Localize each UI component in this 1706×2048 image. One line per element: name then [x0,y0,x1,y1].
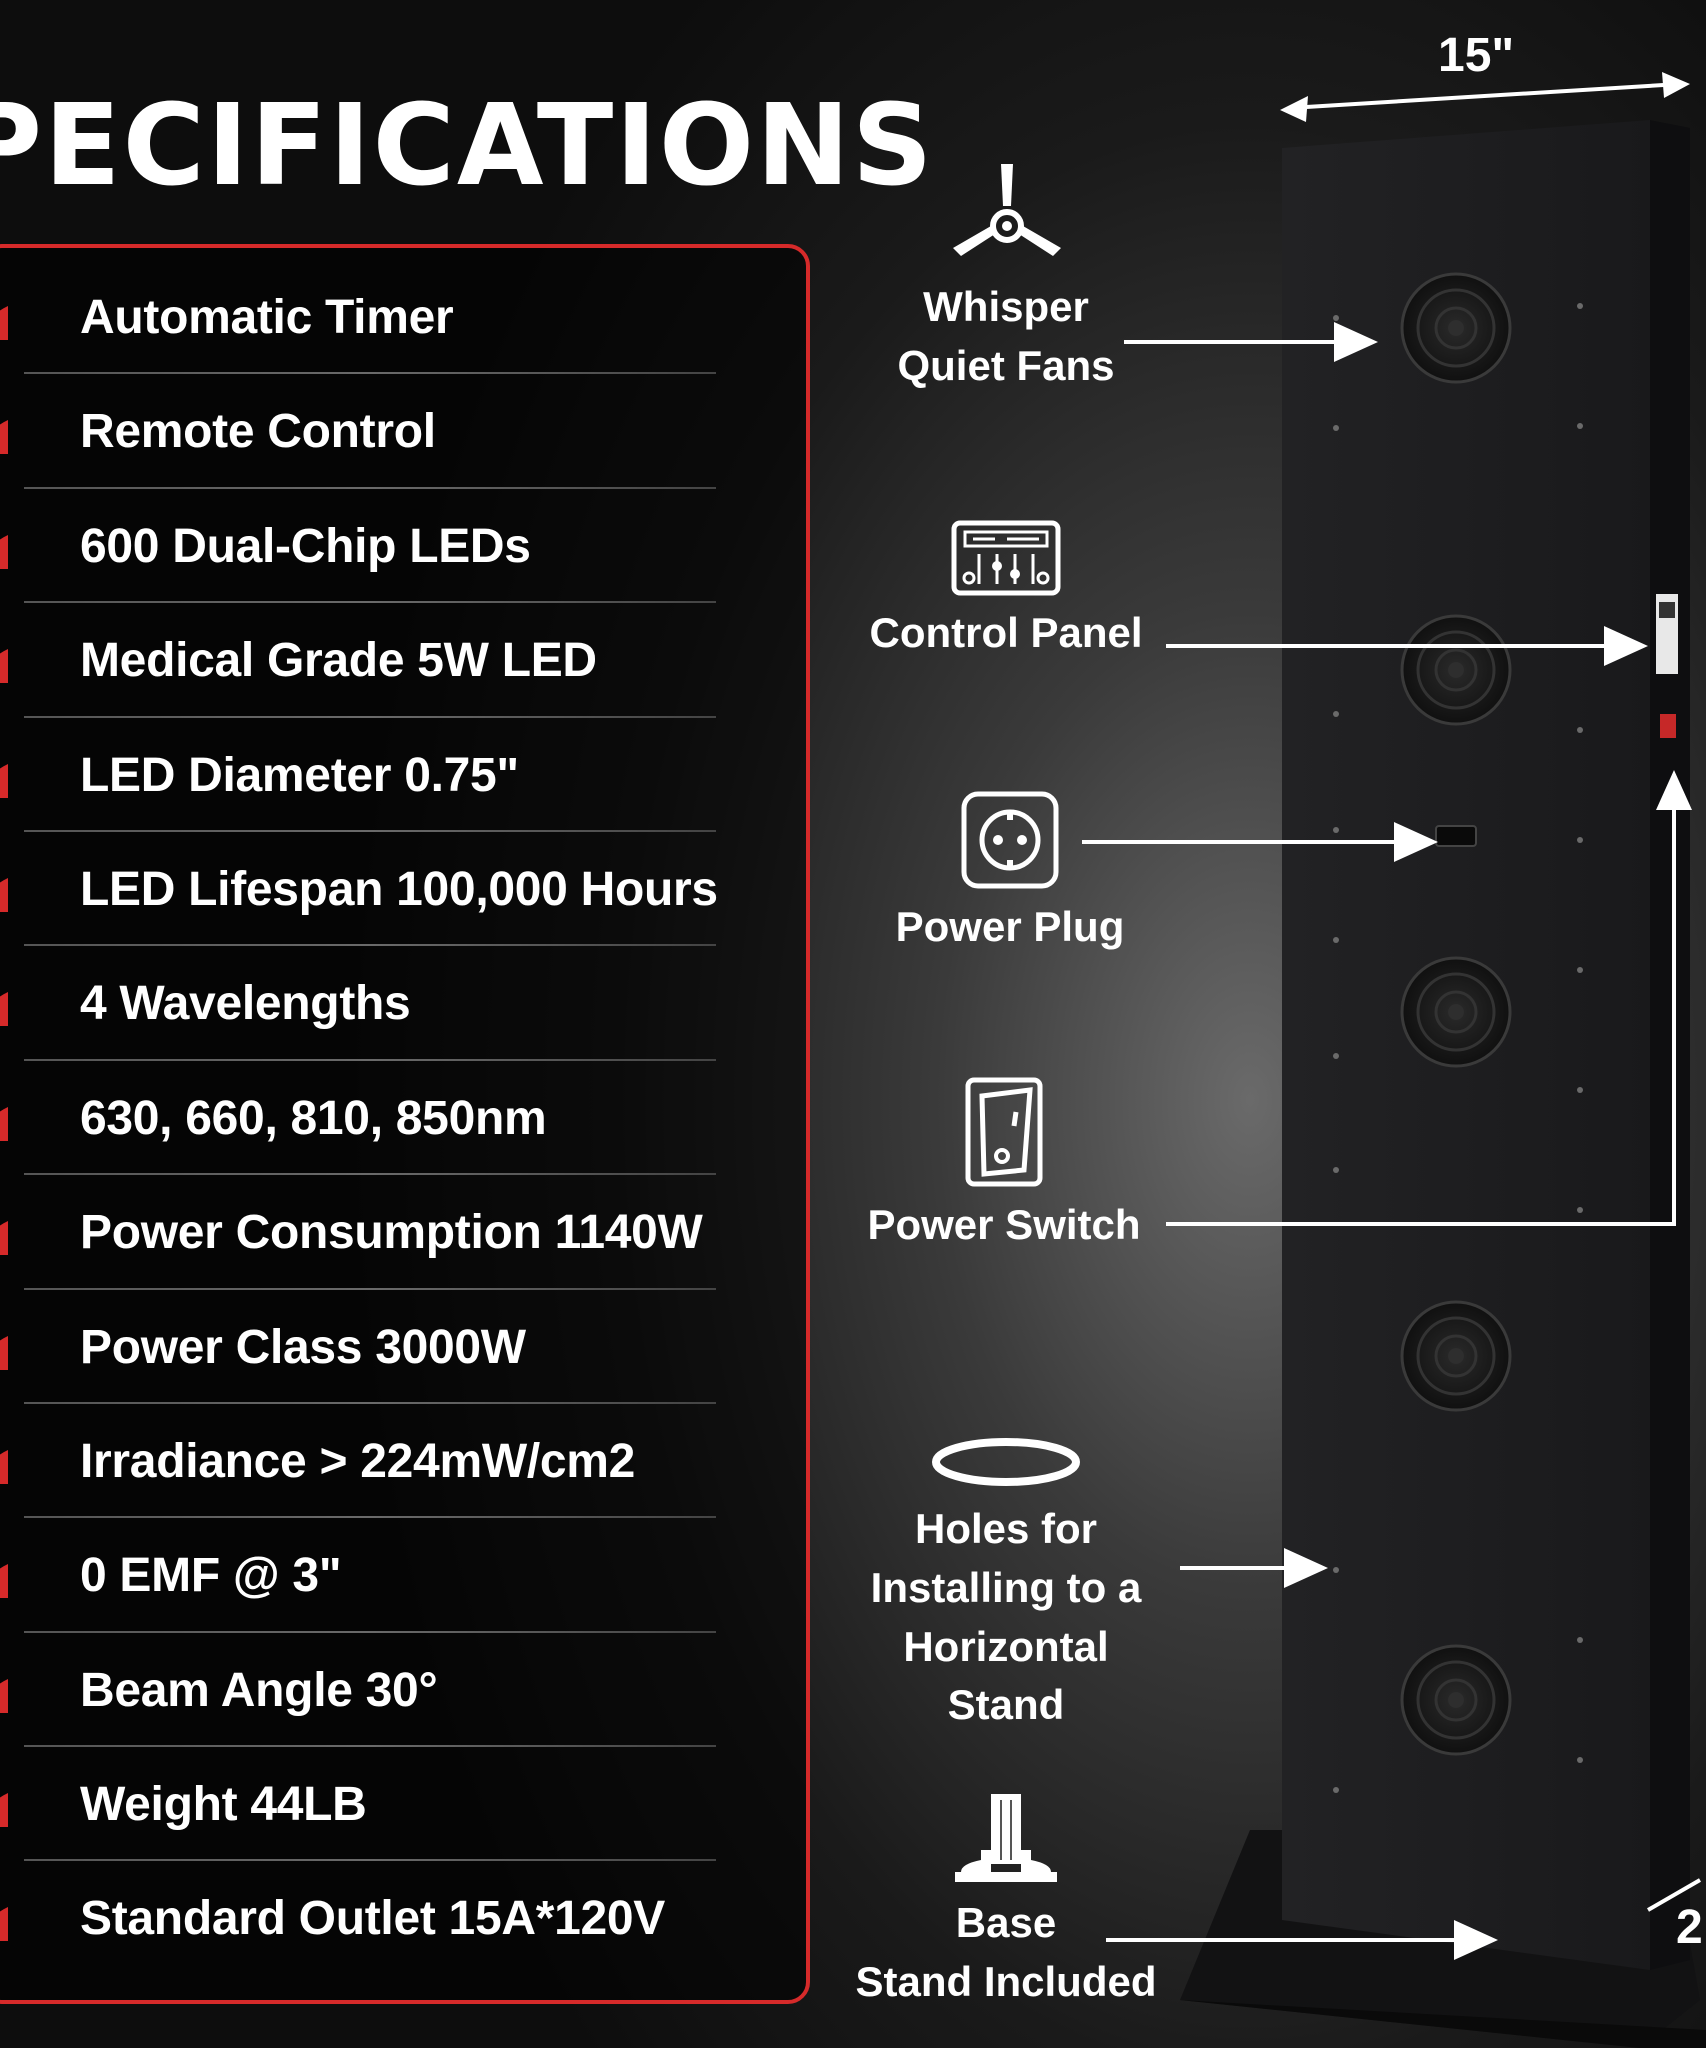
power-plug-icon [961,791,1059,889]
power-switch-label: Power Switch [867,1201,1141,1248]
spec-text: LED Diameter 0.75" [80,748,519,802]
red-drop-icon [0,1564,8,1599]
fan-5 [1400,1644,1512,1756]
spec-item: 630, 660, 810, 850nm [0,1061,806,1176]
red-switch [1660,714,1676,738]
spec-item: Power Consumption 1140W [0,1175,806,1290]
fan-icon [953,164,1061,256]
spec-text: Medical Grade 5W LED [80,634,597,688]
spec-text: 630, 660, 810, 850nm [80,1091,547,1145]
red-drop-icon [0,1106,8,1141]
red-drop-icon [0,877,8,912]
fan-1 [1400,272,1512,384]
spec-text: Remote Control [80,405,436,459]
spec-item: Weight 44LB [0,1747,806,1862]
red-drop-icon [0,1449,8,1484]
base-label: Base Stand Included [855,1899,1157,2005]
depth-label: 2 [1676,1901,1703,1954]
red-drop-icon [0,1907,8,1942]
red-drop-icon [0,534,8,569]
red-drop-icon [0,1335,8,1370]
spec-item: Standard Outlet 15A*120V [0,1861,806,1975]
red-drop-icon [0,763,8,798]
red-drop-icon [0,306,8,340]
plug-socket [1435,825,1477,847]
spec-text: Beam Angle 30° [80,1663,438,1717]
spec-item: 0 EMF @ 3" [0,1518,806,1634]
spec-item: Beam Angle 30° [0,1633,806,1748]
red-drop-icon [0,1678,8,1713]
fans-label: Whisper Quiet Fans [897,283,1115,389]
page-title: PECIFICATIONS [0,81,935,211]
spec-text: Weight 44LB [80,1778,367,1832]
spec-item: LED Diameter 0.75" [0,718,806,833]
red-drop-icon [0,420,8,455]
ring-icon [932,1438,1080,1486]
spec-text: 600 Dual-Chip LEDs [80,519,531,573]
fan-3 [1400,956,1512,1068]
control-panel-icon [951,520,1061,596]
spec-item: Automatic Timer [0,260,806,375]
spec-item: LED Lifespan 100,000 Hours [0,832,806,947]
feature-fans: Whisper Quiet Fans [836,160,1176,396]
power-plug-label: Power Plug [895,903,1125,950]
fan-2 [1400,614,1512,726]
callout-arrows [1082,322,1692,1960]
red-drop-icon [0,1221,8,1256]
spec-item: Medical Grade 5W LED [0,603,806,718]
spec-text: Standard Outlet 15A*120V [80,1892,665,1946]
width-label: 15" [1438,29,1515,82]
spec-text: Irradiance > 224mW/cm2 [80,1434,636,1488]
feature-base: Base Stand Included [836,1790,1176,2012]
control-panel-label: Control Panel [869,609,1143,656]
feature-control-panel: Control Panel [836,520,1176,663]
device-side [1650,120,1690,1970]
spec-text: LED Lifespan 100,000 Hours [80,862,718,916]
red-drop-icon [0,992,8,1027]
spec-text: 0 EMF @ 3" [80,1549,342,1603]
spec-text: Power Class 3000W [80,1320,526,1374]
spec-item: 4 Wavelengths [0,946,806,1062]
red-drop-icon [0,1793,8,1828]
red-drop-icon [0,649,8,684]
spec-text: 4 Wavelengths [80,977,411,1031]
spec-item: 600 Dual-Chip LEDs [0,489,806,604]
spec-text: Automatic Timer [80,291,454,344]
mounting-holes [1333,303,1583,1793]
power-switch-icon [965,1077,1043,1187]
feature-holes: Holes for Installing to a Horizontal Sta… [836,1432,1176,1735]
spec-text: Power Consumption 1140W [80,1206,703,1260]
spec-item: Power Class 3000W [0,1290,806,1405]
feature-power-switch: Power Switch [834,1076,1174,1255]
holes-label: Holes for Installing to a Horizontal Sta… [870,1505,1142,1729]
width-dimension-arrow [1280,72,1690,122]
feature-power-plug: Power Plug [840,790,1180,957]
spec-item: Irradiance > 224mW/cm2 [0,1404,806,1519]
depth-dimension-arrow [1647,1878,1701,1912]
spec-item: Remote Control [0,374,806,490]
base-stand-icon [955,1794,1057,1882]
fan-4 [1400,1300,1512,1412]
